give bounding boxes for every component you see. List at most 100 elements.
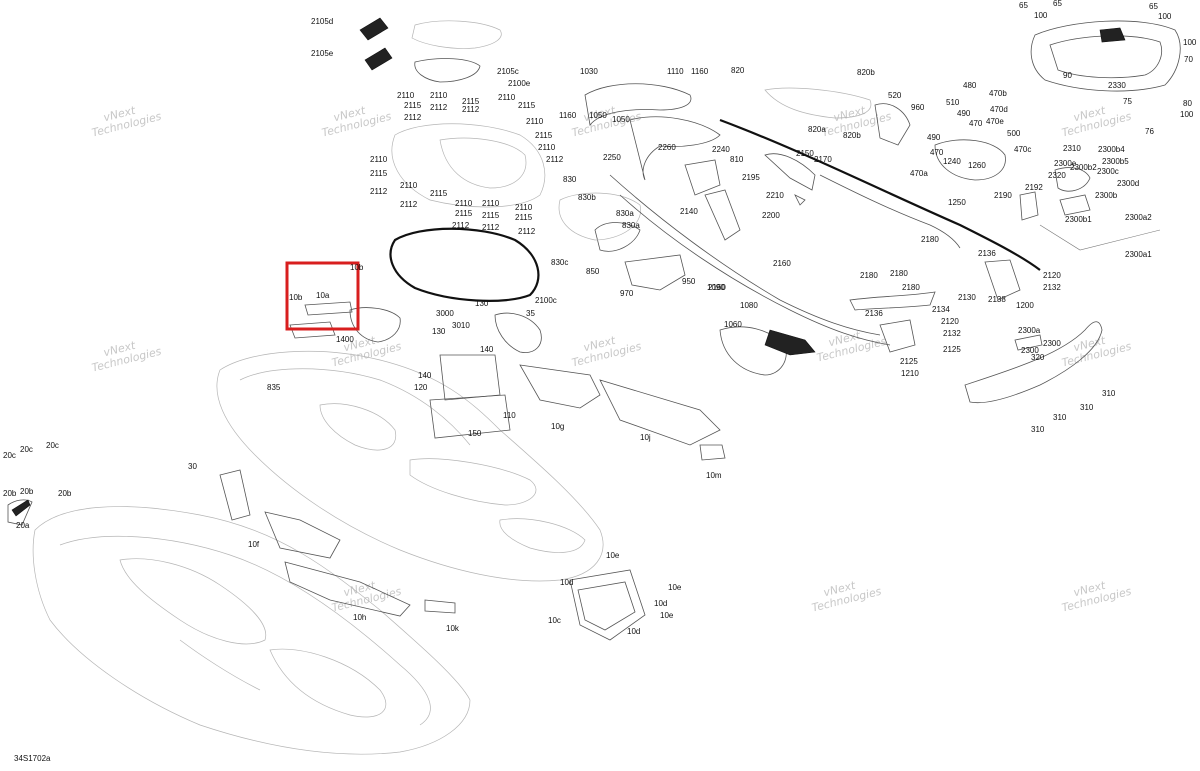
trim-strips [609,118,1041,346]
part-label: 2112 [404,113,422,122]
part-label: 1110 [667,67,684,76]
part-label: 2160 [708,283,726,292]
part-label: 2300b [1095,191,1118,200]
part-label: 2115 [535,131,553,140]
part-label: 490 [957,109,971,118]
diagram-code: 34S1702a [14,754,51,763]
part-label: 2300b2 [1070,163,1097,172]
part-label: 470c [1014,145,1031,154]
part-label: 10e [668,583,682,592]
part-label: 10g [551,422,564,431]
part-label: 2300 [1021,346,1039,355]
part-label: 2136 [978,249,996,258]
part-label: 150 [468,429,482,438]
part-label: 3010 [452,321,470,330]
part-label: 1240 [943,157,961,166]
part-label: 470a [910,169,928,178]
part-label: 850 [586,267,600,276]
part-label: 1090 [707,283,725,292]
part-label: 100 [1183,38,1197,47]
part-label: 76 [1145,127,1154,136]
part-label: 2115 [482,211,500,220]
part-label: 140 [480,345,494,354]
part-label: 2120 [941,317,959,326]
part-label: 2115 [370,169,388,178]
part-label: 2210 [766,191,784,200]
part-label: 2112 [482,223,500,232]
intake-grate [569,569,646,641]
part-label: 2140 [680,207,698,216]
part-label: 830c [551,258,568,267]
part-label: 2192 [1025,183,1043,192]
part-label: 2300b5 [1102,157,1129,166]
part-label: 100 [1158,12,1172,21]
part-label: 10k [446,624,460,633]
part-label: 65 [1053,0,1062,8]
part-label: 2110 [397,91,415,100]
part-label: 970 [620,289,634,298]
part-label: 2300b4 [1098,145,1125,154]
part-label: 2105e [311,49,334,58]
center-right-parts [719,87,1103,404]
small-parts-left [7,301,726,617]
part-label: 2300a2 [1125,213,1152,222]
part-label: 2180 [902,283,920,292]
part-label: 2190 [994,191,1012,200]
part-label: 2300b1 [1065,215,1092,224]
part-label: 65 [1019,1,1028,10]
part-label: 320 [1031,353,1045,362]
part-label: 2110 [498,93,516,102]
part-label: 830 [563,175,577,184]
seat-cover [359,17,546,302]
part-label: 2115 [515,213,533,222]
part-label: 20a [16,521,30,530]
part-label: 2200 [762,211,780,220]
part-label: 1400 [336,335,354,344]
part-label: 20c [20,445,33,454]
part-label: 2115 [455,209,473,218]
part-label: 110 [503,411,516,420]
part-label: 10c [548,616,561,625]
part-label: 2110 [538,143,556,152]
part-label: 3000 [436,309,454,318]
part-label: 1210 [901,369,919,378]
part-label: 490 [927,133,941,142]
part-label: 130 [432,327,446,336]
part-label: 1250 [948,198,966,207]
part-label: 20c [3,451,16,460]
part-label: 820b [843,131,861,140]
part-label: 10h [353,613,366,622]
part-label: 10d [560,578,573,587]
part-label: 2260 [658,143,676,152]
part-label: 1160 [691,67,709,76]
part-label: 20c [46,441,59,450]
part-label: 2195 [742,173,760,182]
part-label: 2110 [400,181,418,190]
front-panels [558,83,816,291]
part-label: 2110 [482,199,500,208]
part-label: 2115 [430,189,448,198]
part-label: 2100c [535,296,557,305]
part-label: 90 [1063,71,1072,80]
part-label: 20b [3,489,17,498]
part-label: 830b [578,193,596,202]
part-label: 2125 [943,345,961,354]
part-label: 2115 [462,97,480,106]
part-label: 2110 [430,91,448,100]
part-label: 2180 [890,269,908,278]
part-label: 510 [946,98,960,107]
part-label: 830a [622,221,640,230]
part-label: 2136 [865,309,883,318]
part-label: 130 [475,299,489,308]
part-label: 1080 [740,301,758,310]
part-label: 2300e [1054,159,1077,168]
part-label: 310 [1031,425,1045,434]
part-label: 1030 [580,67,598,76]
part-label: 2105c [497,67,519,76]
part-label: 65 [1149,2,1158,11]
part-label: 470d [990,105,1008,114]
